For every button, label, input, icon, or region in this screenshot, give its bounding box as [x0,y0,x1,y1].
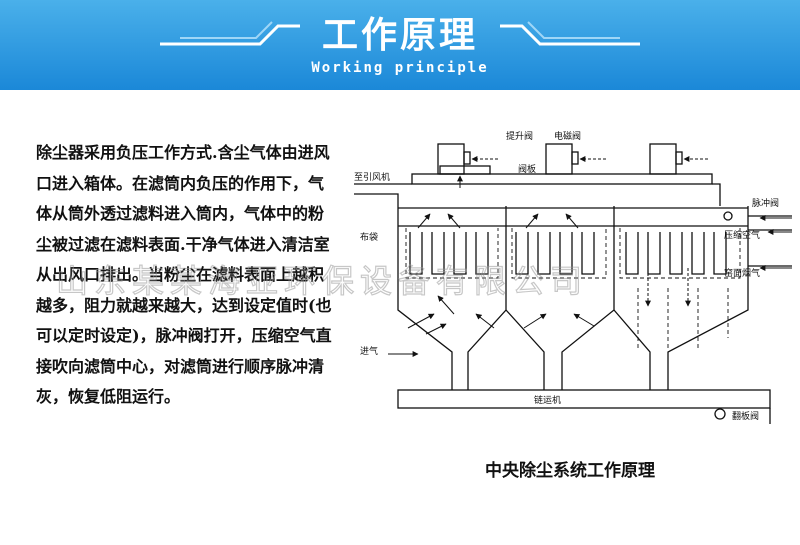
right-ornament-icon [500,21,640,46]
header-banner: 工作原理 Working principle [0,0,800,90]
diagram-caption: 中央除尘系统工作原理 [485,461,655,481]
page-title: 工作原理 [321,15,478,56]
label-valve-plate: 阀板 [518,163,536,175]
page-subtitle: Working principle [311,60,489,76]
left-ornament-icon [160,21,300,46]
dust-collector-diagram: 提升阀 电磁阀 至引风机 阀板 脉冲阀 压缩空气 布袋 窑面烟气 进气 链运机 … [354,130,792,424]
label-pulse-valve: 脉冲阀 [752,197,779,209]
label-flap-valve: 翻板阀 [732,410,759,422]
principle-description: 除尘器采用负压工作方式.含尘气体由进风口进入箱体。在滤筒内负压的作用下，气体从筒… [36,143,332,406]
label-flue-gas: 窑面烟气 [724,267,760,279]
label-solenoid-valve: 电磁阀 [554,130,581,142]
label-chain-conveyor: 链运机 [534,394,561,406]
label-filter-bag: 布袋 [360,231,378,243]
label-lift-valve: 提升阀 [506,131,533,142]
label-compressed-air: 压缩空气 [724,229,760,241]
label-to-fan: 至引风机 [354,171,390,183]
label-inlet: 进气 [360,345,378,357]
